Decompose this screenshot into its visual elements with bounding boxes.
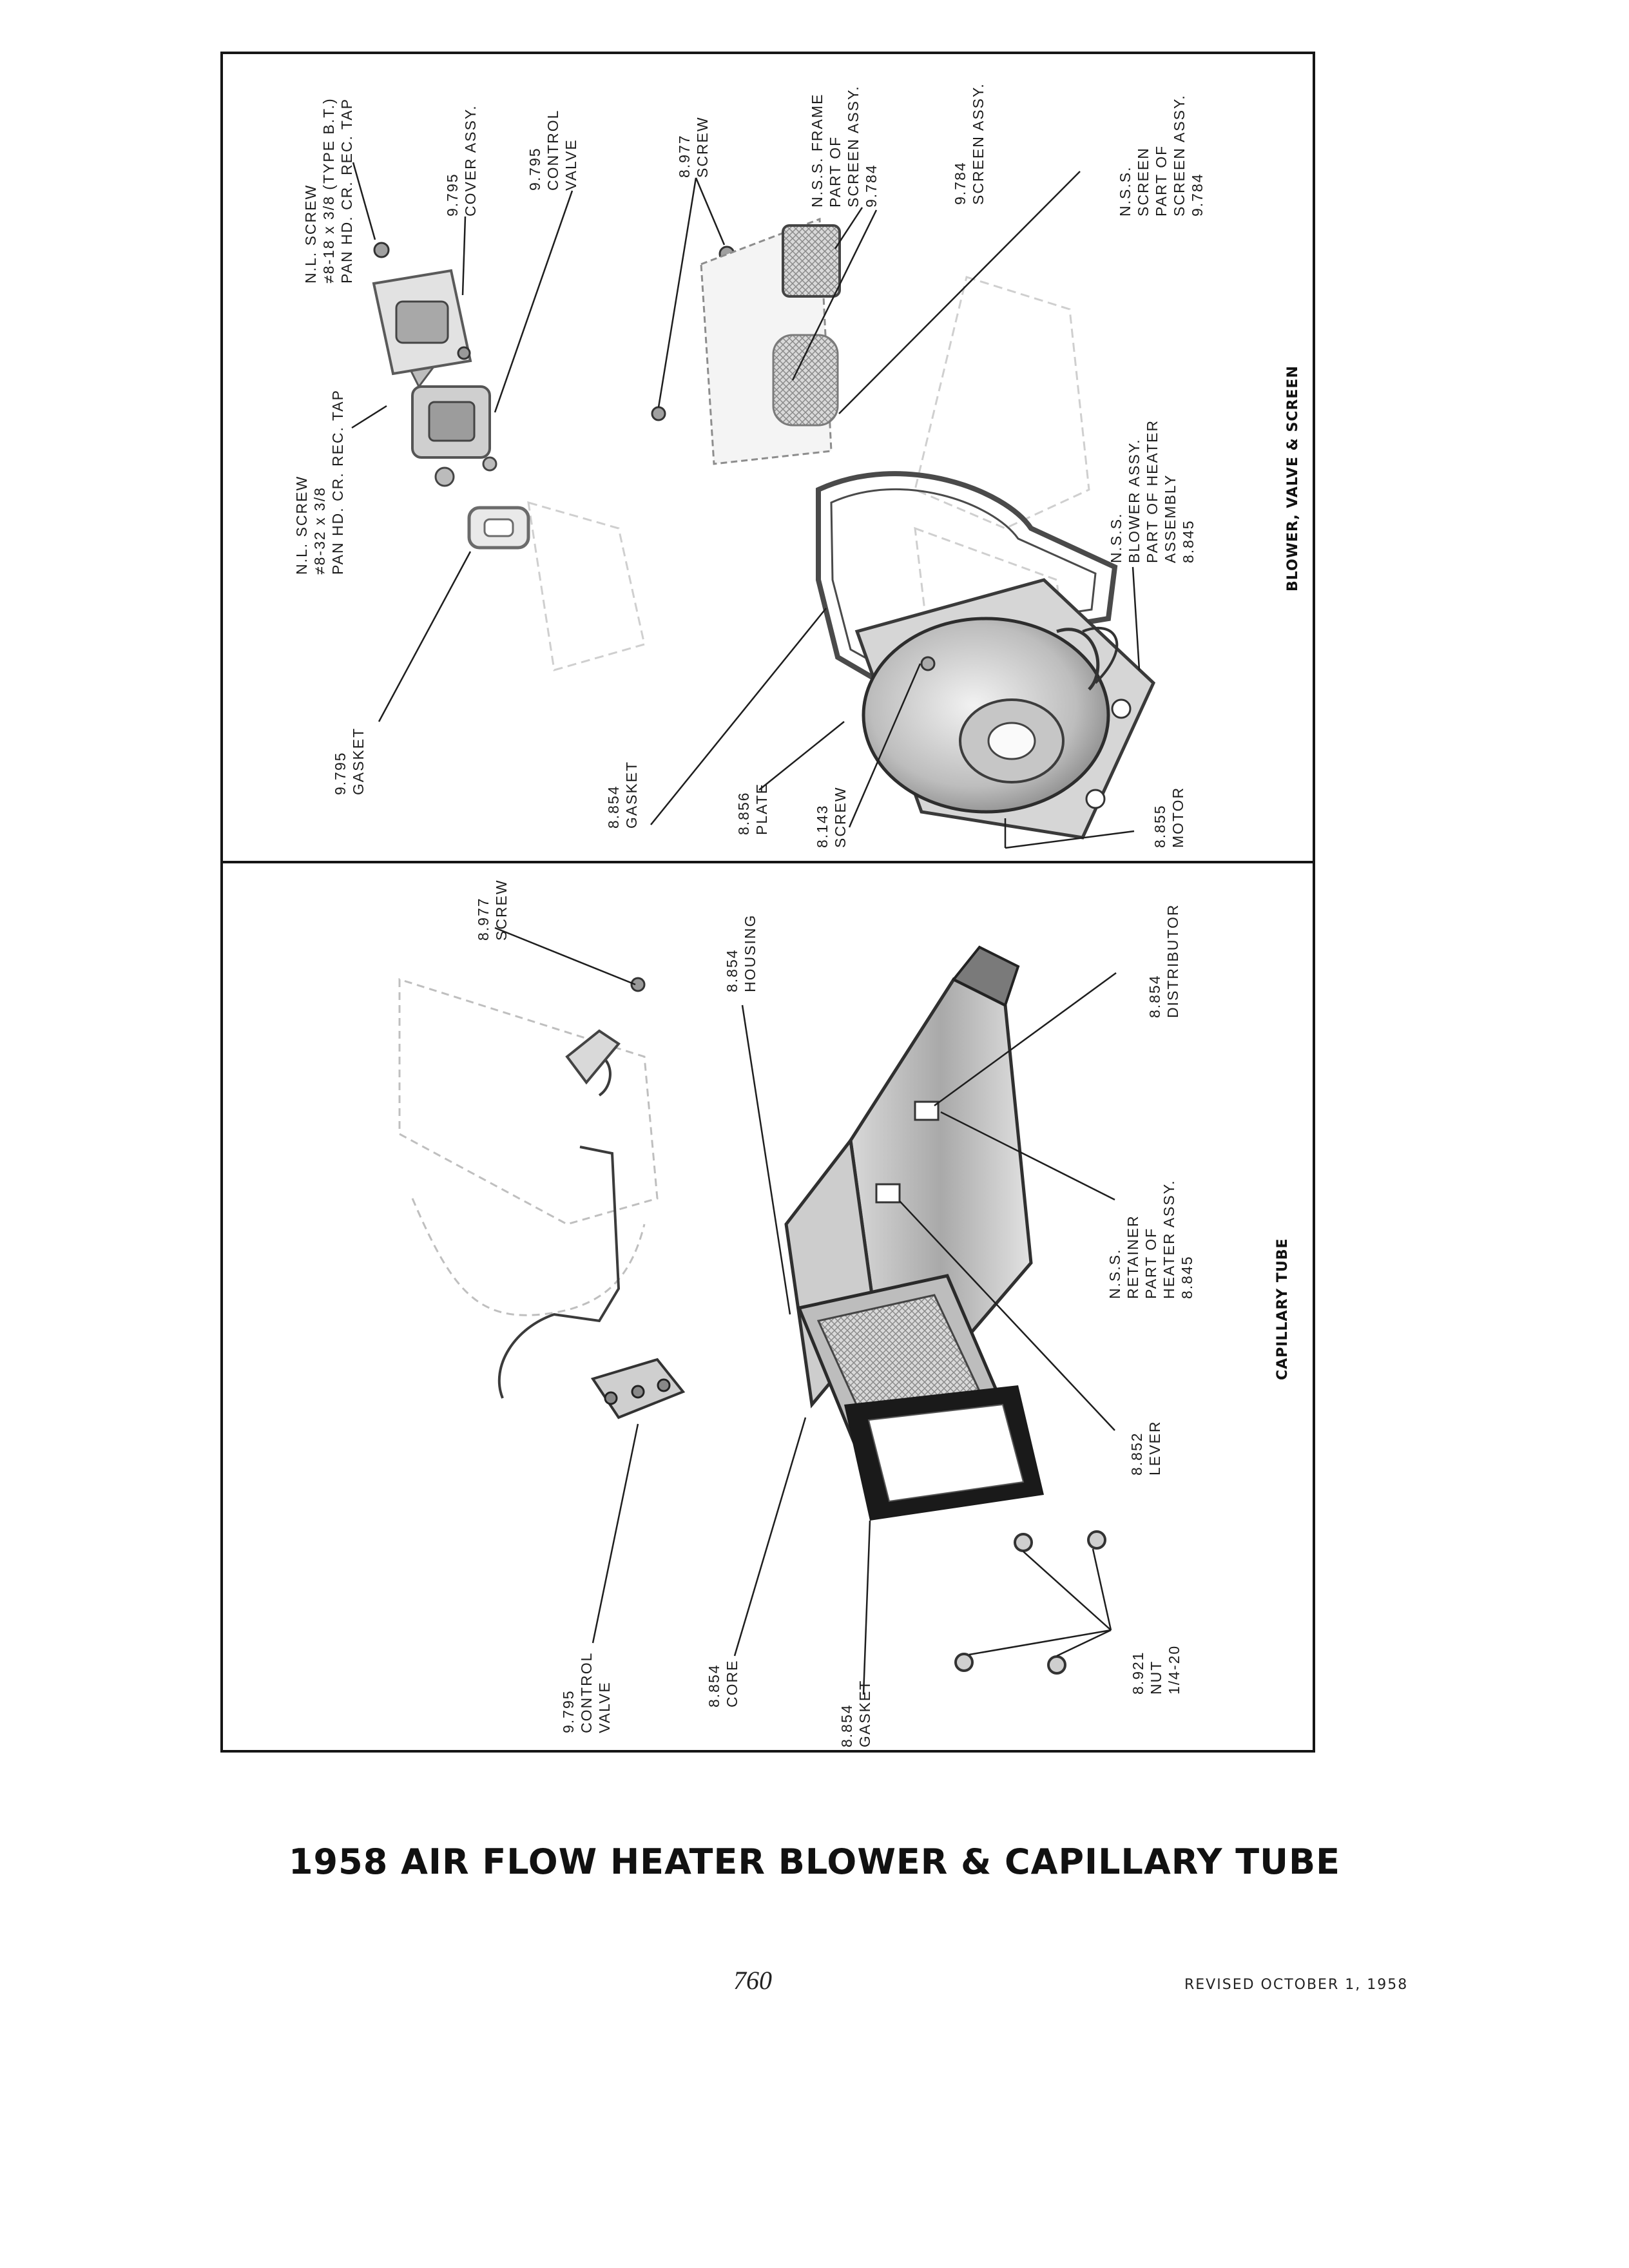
label-distributor-8854: 8.854 DISTRIBUTOR (1146, 903, 1181, 1018)
cover-assembly-part (372, 269, 472, 376)
diagram-frame (220, 52, 1315, 1753)
label-housing-8854: 8.854 HOUSING (724, 914, 758, 992)
label-screw-8977-top: 8.977 SCREW (676, 116, 711, 178)
label-screen-assy: 9.784 SCREEN ASSY. (952, 82, 987, 205)
nuts-part (954, 1530, 1106, 1675)
label-screw-8143: 8.143 SCREW (814, 786, 849, 848)
top-panel-leader-lines (351, 162, 1141, 849)
label-gasket-8854-top: 8.854 GASKET (605, 760, 640, 829)
capillary-bulb-part (565, 977, 646, 1085)
label-nut-8921: 8.921 NUT 1/4-20 (1130, 1644, 1182, 1695)
panel-divider (220, 861, 1315, 863)
label-control-valve-bottom: 9.795 CONTROL VALVE (560, 1651, 613, 1733)
page-title: 1958 AIR FLOW HEATER BLOWER & CAPILLARY … (288, 1841, 1341, 1882)
label-cover-assy: 9.795 COVER ASSY. (444, 104, 479, 216)
label-plate-8856: 8.856 PLATE (735, 782, 770, 835)
screen-assembly-part (700, 217, 841, 465)
label-screw-8977-bottom: 8.977 SCREW (475, 879, 510, 941)
label-nl-screw-type-bt: N.L. SCREW ≠8-18 x 3/8 (TYPE B.T.) PAN H… (302, 97, 355, 284)
label-nss-frame: N.S.S. FRAME PART OF SCREEN ASSY. 9.784 (809, 85, 880, 207)
bottom-panel-leader-lines (494, 927, 1117, 1695)
core-gasket-part (844, 1385, 1044, 1521)
blower-motor-part (854, 578, 1156, 840)
page-number: 760 (733, 1966, 772, 1995)
label-nss-blower: N.S.S. BLOWER ASSY. PART OF HEATER ASSEM… (1108, 419, 1197, 563)
capillary-tube-part (497, 1053, 621, 1399)
label-nss-screen: N.S.S. SCREEN PART OF SCREEN ASSY. 9.784 (1117, 94, 1206, 216)
capillary-control-valve-part (590, 1358, 686, 1419)
label-gasket-9795: 9.795 GASKET (332, 727, 367, 795)
label-control-valve-top: 9.795 CONTROL VALVE (526, 109, 579, 191)
label-gasket-8854-bottom: 8.854 GASKET (838, 1679, 873, 1747)
label-core-8854: 8.854 CORE (706, 1659, 740, 1707)
label-motor-8855: 8.855 MOTOR (1152, 786, 1186, 848)
label-lever-8852: 8.852 LEVER (1128, 1420, 1163, 1475)
revision-date: REVISED OCTOBER 1, 1958 (1184, 1977, 1409, 1993)
section-title-capillary: CAPILLARY TUBE (1275, 1238, 1291, 1380)
control-valve-part (404, 360, 497, 487)
section-title-blower: BLOWER, VALVE & SCREEN (1285, 365, 1301, 591)
label-nl-screw-pan-hd: N.L. SCREW ≠8-32 x 3/8 PAN HD. CR. REC. … (293, 389, 346, 575)
label-nss-retainer: N.S.S. RETAINER PART OF HEATER ASSY. 8.8… (1106, 1179, 1195, 1300)
valve-gasket-part (467, 506, 530, 550)
